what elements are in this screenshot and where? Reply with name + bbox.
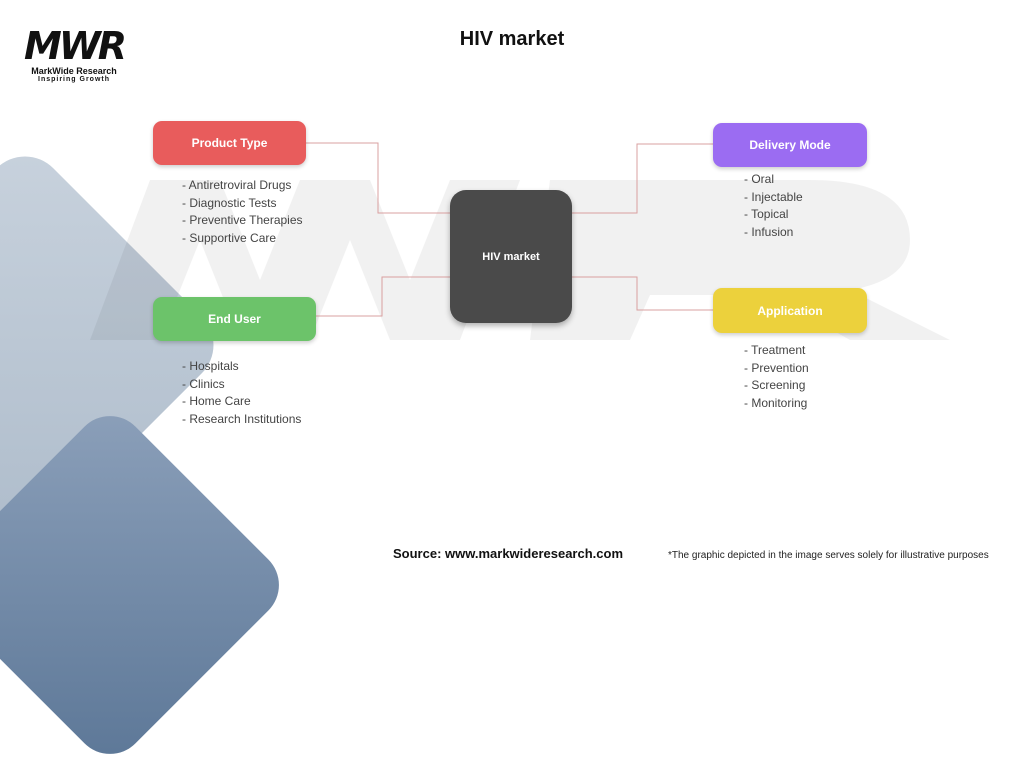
segment-product-type: Product Type [153,121,306,165]
page-title: HIV market [459,28,565,50]
brand-logo: MWR MarkWide Research Inspiring Growth [22,24,127,83]
logo-mark: MWR [24,24,127,68]
list-item: - Topical [744,207,789,221]
list-item: - Screening [744,378,806,392]
list-item: - Home Care [182,394,251,408]
list-item: - Infusion [744,224,794,239]
list-item: - Diagnostic Tests [182,195,277,210]
source-credit: Source: www.markwideresearch.com [393,546,624,561]
list-item: - Oral [744,172,774,186]
list-item: - Monitoring [744,395,808,410]
center-node: HIV market [450,190,572,323]
product-type-list: - Antiretroviral Drugs - Diagnostic Test… [182,177,303,247]
list-item: - Supportive Care [182,230,277,245]
segment-delivery-mode: Delivery Mode [713,123,867,167]
application-list: - Treatment - Prevention - Screening - M… [744,342,809,412]
logo-tagline: Inspiring Growth [38,76,110,83]
list-item: - Hospitals [182,359,239,373]
segment-end-user: End User [153,297,316,341]
logo-name: MarkWide Research [31,66,117,76]
list-item: - Treatment [744,343,806,357]
list-item: - Injectable [744,189,803,204]
list-item: - Clinics [182,376,225,391]
list-item: - Research Institutions [182,411,302,426]
end-user-list: - Hospitals - Clinics - Home Care - Rese… [182,358,301,428]
disclaimer-note: *The graphic depicted in the image serve… [668,550,989,561]
connector-lines [306,142,713,317]
list-item: - Preventive Therapies [182,213,303,227]
list-item: - Antiretroviral Drugs [182,178,292,192]
segment-application: Application [713,288,867,333]
delivery-mode-list: - Oral - Injectable - Topical - Infusion [744,171,803,241]
list-item: - Prevention [744,360,809,375]
